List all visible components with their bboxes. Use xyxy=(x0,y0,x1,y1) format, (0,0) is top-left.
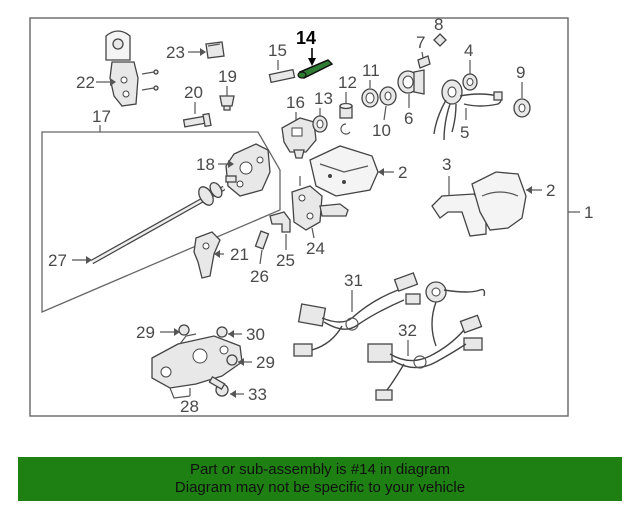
info-banner: Part or sub-assembly is #14 in diagram D… xyxy=(18,457,622,501)
part-16-bracket xyxy=(281,117,317,159)
callout-23: 23 xyxy=(166,43,185,62)
callout-2b: 2 xyxy=(546,181,555,200)
part-14-highlighted xyxy=(297,59,334,79)
part-24-switch xyxy=(291,176,349,231)
callout-12: 12 xyxy=(338,73,357,92)
part-29-bolt-upper xyxy=(178,324,190,336)
part-21-lever xyxy=(193,231,221,279)
callout-27: 27 xyxy=(48,251,67,270)
part-26-pin xyxy=(254,230,270,250)
callout-30: 30 xyxy=(246,325,265,344)
callout-7: 7 xyxy=(416,33,425,52)
parts-diagram: 1 17 22 23 20 19 15 xyxy=(29,15,593,417)
part-clockspring xyxy=(425,281,486,347)
callout-15: 15 xyxy=(268,41,287,60)
part-33-bolt xyxy=(208,376,229,397)
part-2-upper-shroud xyxy=(471,171,527,231)
part-6-cylinder xyxy=(397,69,425,95)
callout-13: 13 xyxy=(314,89,333,108)
part-8-clip xyxy=(433,33,447,47)
callout-18: 18 xyxy=(196,155,215,174)
callout-29a: 29 xyxy=(136,323,155,342)
part-22-bracket xyxy=(105,30,159,107)
callout-28: 28 xyxy=(180,397,199,416)
part-12-bushing xyxy=(339,102,353,135)
callout-19: 19 xyxy=(218,67,237,86)
callout-16: 16 xyxy=(286,93,305,112)
part-25-clip xyxy=(269,211,291,233)
callout-9: 9 xyxy=(516,63,525,82)
part-3-trim xyxy=(431,193,487,237)
part-30-nut xyxy=(216,326,228,338)
callout-31: 31 xyxy=(344,271,363,290)
part-29-bolt-lower xyxy=(226,354,238,366)
part-5-switch-harness xyxy=(433,79,503,141)
callout-25: 25 xyxy=(276,251,295,270)
callout-14: 14 xyxy=(296,28,316,48)
part-15-bolt xyxy=(268,68,296,84)
callout-29b: 29 xyxy=(256,353,275,372)
callout-2a: 2 xyxy=(398,163,407,182)
part-10-washer xyxy=(379,86,397,106)
subassembly-frame-17 xyxy=(41,131,281,313)
callout-5: 5 xyxy=(460,123,469,142)
callout-32: 32 xyxy=(398,321,417,340)
callout-21: 21 xyxy=(230,245,249,264)
part-31-harness xyxy=(293,272,421,357)
banner-line-1: Part or sub-assembly is #14 in diagram xyxy=(189,461,451,478)
part-13-ring xyxy=(312,115,328,133)
part-2-column-cover xyxy=(309,145,379,197)
part-32-harness xyxy=(367,314,483,401)
part-9-washer xyxy=(513,98,531,118)
callout-26: 26 xyxy=(250,267,269,286)
callout-17: 17 xyxy=(92,107,111,126)
callout-6: 6 xyxy=(404,109,413,128)
callout-33: 33 xyxy=(248,385,267,404)
callout-11: 11 xyxy=(362,61,380,80)
callout-3: 3 xyxy=(442,155,451,174)
callout-24: 24 xyxy=(306,239,325,258)
part-23 xyxy=(205,41,225,59)
part-27-steering-shaft xyxy=(90,175,237,265)
callout-8: 8 xyxy=(434,15,443,34)
part-18-housing xyxy=(225,143,271,197)
part-7-clip xyxy=(417,55,431,69)
part-19-screw xyxy=(219,95,235,111)
part-4-ring xyxy=(462,73,478,91)
part-20-bolt xyxy=(182,112,212,128)
callout-10: 10 xyxy=(372,121,391,140)
callout-22: 22 xyxy=(76,73,95,92)
callout-20: 20 xyxy=(184,83,203,102)
banner-line-2: Diagram may not be specific to your vehi… xyxy=(174,479,466,496)
part-11-bearing xyxy=(361,88,379,108)
callout-4: 4 xyxy=(464,41,473,60)
callout-1: 1 xyxy=(584,203,593,222)
part-28-bracket xyxy=(151,333,243,399)
